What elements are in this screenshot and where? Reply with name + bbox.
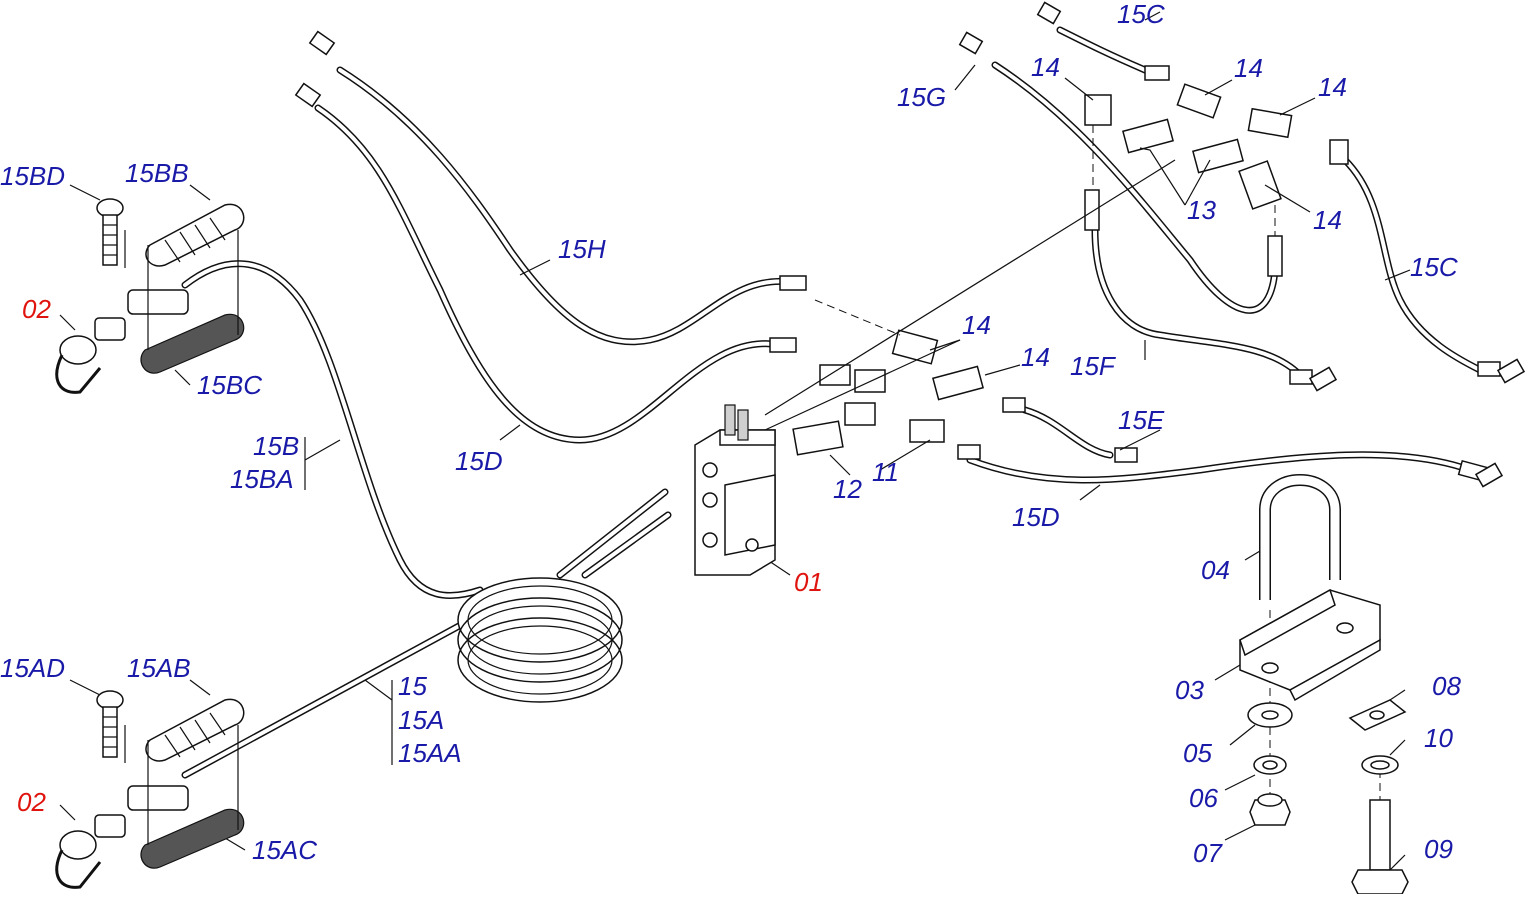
nut-07[interactable]	[1249, 793, 1291, 826]
u-bolt-icon[interactable]	[1259, 474, 1341, 600]
hose-end-fittings	[294, 1, 1526, 488]
bolt-09[interactable]	[1351, 799, 1409, 895]
screw-bottom[interactable]	[96, 690, 124, 758]
label-15ad[interactable]: 15AD	[0, 653, 66, 683]
label-15c-right[interactable]: 15C	[1410, 252, 1458, 282]
label-07[interactable]: 07	[1193, 838, 1222, 868]
hose-15c-top[interactable]	[1056, 26, 1149, 74]
label-15[interactable]: 15	[398, 671, 427, 701]
leader-lines	[59, 11, 1411, 871]
label-14-b[interactable]: 14	[1234, 53, 1263, 83]
washer-05[interactable]	[1247, 702, 1293, 728]
quick-coupler-bottom[interactable]	[55, 785, 189, 889]
label-14-d[interactable]: 14	[1313, 205, 1342, 235]
washer-10[interactable]	[1361, 755, 1399, 775]
label-15h[interactable]: 15H	[558, 234, 606, 264]
hose-15b[interactable]	[181, 260, 484, 599]
hose-grip-bottom-upper[interactable]	[145, 698, 245, 762]
hose-grip-bottom-lower[interactable]	[140, 808, 245, 869]
mounting-bracket-icon[interactable]	[1239, 588, 1381, 702]
label-06[interactable]: 06	[1189, 783, 1218, 813]
label-15e[interactable]: 15E	[1118, 405, 1165, 435]
label-15d-right[interactable]: 15D	[1012, 502, 1060, 532]
label-15g[interactable]: 15G	[897, 82, 947, 112]
hose-15[interactable]	[181, 616, 474, 779]
label-15ac[interactable]: 15AC	[252, 835, 318, 865]
label-15bb[interactable]: 15BB	[125, 158, 189, 188]
label-15aa[interactable]: 15AA	[398, 738, 462, 768]
hose-15e[interactable]	[1021, 406, 1114, 459]
label-15bc[interactable]: 15BC	[197, 370, 263, 400]
hose-grip-top-lower[interactable]	[140, 313, 245, 374]
hose-grip-top-upper[interactable]	[145, 203, 245, 267]
hose-15d-left[interactable]	[314, 104, 784, 444]
label-15f[interactable]: 15F	[1070, 351, 1115, 381]
tee-fittings[interactable]	[792, 83, 1293, 456]
label-15b[interactable]: 15B	[253, 431, 300, 461]
hose-coil[interactable]	[457, 577, 623, 703]
clamp-plate[interactable]	[1348, 699, 1407, 731]
label-11[interactable]: 11	[872, 457, 899, 487]
label-01[interactable]: 01	[794, 567, 823, 597]
grip-guides	[124, 230, 239, 845]
hose-15h[interactable]	[336, 66, 794, 346]
control-valve-icon[interactable]	[694, 404, 776, 576]
label-05[interactable]: 05	[1183, 738, 1212, 768]
label-02-bottom[interactable]: 02	[17, 787, 46, 817]
quick-coupler-top[interactable]	[55, 289, 189, 394]
hose-15c-right[interactable]	[1341, 156, 1484, 374]
hose-15d-right[interactable]	[966, 451, 1474, 484]
label-02-top[interactable]: 02	[22, 294, 51, 324]
label-12[interactable]: 12	[833, 474, 862, 504]
label-09[interactable]: 09	[1424, 834, 1453, 864]
hose-coil-to-valve[interactable]	[556, 488, 672, 579]
label-10[interactable]: 10	[1424, 723, 1453, 753]
hose-15f[interactable]	[1091, 226, 1304, 379]
label-14-f[interactable]: 14	[1021, 342, 1050, 372]
hose-15g[interactable]	[991, 61, 1279, 314]
label-15bd[interactable]: 15BD	[0, 161, 66, 191]
washer-06[interactable]	[1253, 755, 1287, 775]
centerlines	[764, 125, 1381, 800]
label-15ba[interactable]: 15BA	[230, 464, 294, 494]
label-15ab[interactable]: 15AB	[127, 653, 191, 683]
label-15d-left[interactable]: 15D	[455, 446, 503, 476]
label-15a[interactable]: 15A	[398, 705, 445, 735]
label-13[interactable]: 13	[1187, 195, 1216, 225]
label-14-a[interactable]: 14	[1031, 52, 1060, 82]
label-04[interactable]: 04	[1201, 555, 1230, 585]
label-14-e[interactable]: 14	[962, 310, 991, 340]
label-14-c[interactable]: 14	[1318, 72, 1347, 102]
label-03[interactable]: 03	[1175, 675, 1204, 705]
label-08[interactable]: 08	[1432, 671, 1461, 701]
label-15c-top[interactable]: 15C	[1117, 0, 1165, 29]
screw-top[interactable]	[96, 198, 124, 266]
